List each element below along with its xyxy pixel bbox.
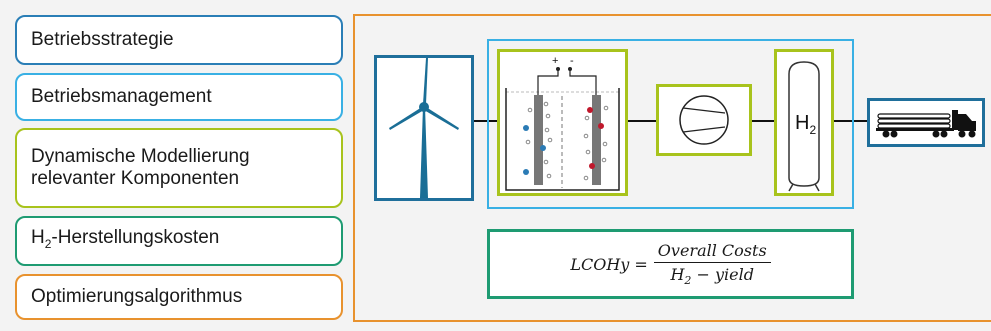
label-optimierungsalgorithmus: Optimierungsalgorithmus: [15, 274, 343, 320]
electrolyser-box: + -: [497, 49, 628, 196]
hydrogen-tank-icon: [788, 61, 820, 192]
wind-turbine-icon: [389, 58, 459, 198]
label-betriebsstrategie: Betriebsstrategie: [15, 15, 343, 65]
compressor-box: [656, 84, 752, 156]
lcohy-formula: LCOHy = Overall Costs H2 − yield: [487, 229, 854, 299]
wind-turbine-box: [374, 55, 474, 201]
tank-label: H2: [795, 112, 817, 137]
formula-fraction: Overall Costs H2 − yield: [653, 241, 771, 288]
formula-numerator: Overall Costs: [653, 241, 771, 263]
electrolyser-icon: [505, 67, 620, 191]
process-frame: [487, 39, 854, 209]
label-herstellungskosten: H2-Herstellungskosten: [15, 216, 343, 266]
truck-icon: [876, 110, 976, 138]
formula-denominator: H2 − yield: [670, 264, 754, 288]
minus-terminal: -: [570, 55, 574, 67]
plus-terminal: +: [552, 55, 559, 67]
hydrogen-tank-box: H2: [774, 49, 834, 196]
truck-box: [867, 98, 985, 147]
formula-lhs: LCOHy =: [570, 254, 648, 274]
label-dynamische-modellierung: Dynamische Modellierung relevanter Kompo…: [15, 128, 343, 208]
compressor-icon: [679, 95, 729, 145]
label-betriebsmanagement: Betriebsmanagement: [15, 73, 343, 121]
